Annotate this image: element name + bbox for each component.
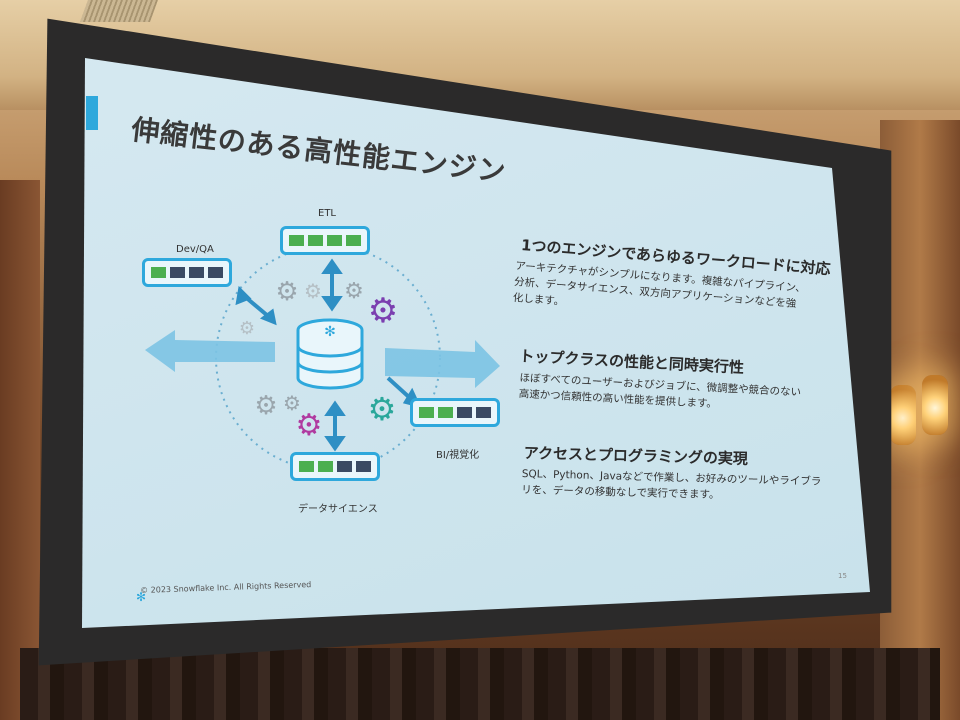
left-wall	[0, 180, 40, 720]
right-big-arrow	[385, 340, 500, 388]
gear-icon: ⚙	[344, 279, 364, 304]
gear-icon: ⚙	[368, 291, 398, 331]
gear-icon: ⚙	[296, 408, 323, 443]
database-icon: ✻	[296, 318, 364, 390]
gear-icon: ⚙	[275, 277, 298, 307]
title-accent-bar	[86, 96, 98, 130]
page-number: 15	[838, 572, 847, 580]
snowflake-logo-icon: ✻	[136, 590, 147, 604]
gear-icon: ⚙	[283, 391, 301, 415]
snowflake-icon: ✻	[324, 324, 336, 340]
ceiling-vent	[79, 0, 159, 22]
gear-icon: ⚙	[239, 318, 255, 339]
bi-label: BI/視覚化	[436, 450, 480, 461]
wall-lamp-left	[890, 385, 916, 445]
datascience-label: データサイエンス	[298, 504, 378, 515]
gear-icon: ⚙	[254, 391, 277, 421]
wall-lamp-right	[922, 375, 948, 435]
gear-icon: ⚙	[304, 279, 322, 303]
stage-drape	[20, 648, 940, 720]
devqa-label: Dev/QA	[176, 244, 214, 255]
datascience-box	[290, 452, 380, 481]
devqa-box	[142, 258, 232, 287]
left-big-arrow	[145, 330, 275, 372]
etl-label: ETL	[318, 208, 336, 219]
etl-box	[280, 226, 370, 255]
gear-icon: ⚙	[368, 390, 397, 428]
gear-icons: ⚙ ⚙ ⚙ ⚙ ⚙ ⚙ ⚙ ⚙ ⚙	[239, 277, 398, 443]
bi-box	[410, 398, 500, 427]
